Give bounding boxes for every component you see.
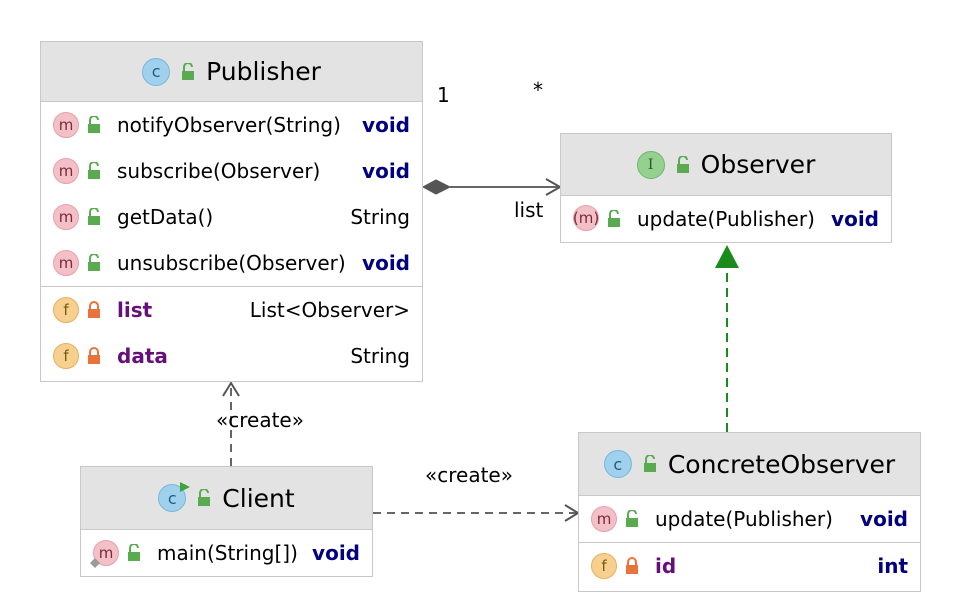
public-lock-icon <box>643 455 656 472</box>
class-name: Client <box>222 483 295 513</box>
multiplicity-source-label: 1 <box>437 83 450 107</box>
field-icon: f <box>53 343 79 369</box>
method-icon: m <box>591 506 617 532</box>
method-row[interactable]: m update(Publisher) void <box>579 496 920 542</box>
field-row[interactable]: f data String <box>41 333 422 379</box>
method-icon: m <box>53 112 79 138</box>
method-row[interactable]: m subscribe(Observer) void <box>41 148 422 194</box>
method-type: void <box>860 507 908 531</box>
static-method-icon: m <box>90 540 119 568</box>
method-name: main(String[]) <box>157 541 298 565</box>
create-edge-concrete <box>373 504 580 522</box>
field-row[interactable]: f list List<Observer> <box>41 287 422 333</box>
concrete-observer-header[interactable]: c ConcreteObserver <box>579 433 920 496</box>
public-lock-icon <box>676 155 689 173</box>
static-marker-icon <box>90 558 100 568</box>
create-edge-publisher <box>222 381 240 466</box>
client-class[interactable]: c Client m main(String[]) void <box>80 466 373 577</box>
method-row[interactable]: m notifyObserver(String) void <box>41 102 422 148</box>
method-row[interactable]: (m) update(Publisher) void <box>561 196 891 242</box>
public-lock-icon <box>88 208 100 225</box>
runnable-class-icon: c <box>158 482 191 512</box>
method-name: update(Publisher) <box>637 207 815 231</box>
client-header[interactable]: c Client <box>81 467 372 530</box>
publisher-class[interactable]: c Publisher m notifyObserver(String) voi… <box>40 41 423 382</box>
method-name: subscribe(Observer) <box>117 159 321 183</box>
concrete-observer-class[interactable]: c ConcreteObserver m update(Publisher) v… <box>578 432 921 592</box>
field-type: String <box>350 344 410 368</box>
method-row[interactable]: m main(String[]) void <box>81 530 372 576</box>
abstract-method-icon: (m) <box>573 205 599 231</box>
composition-edge <box>421 178 563 196</box>
realization-edge <box>715 245 739 432</box>
method-icon: m <box>53 250 79 276</box>
public-lock-icon <box>626 510 638 527</box>
field-name: list <box>117 298 153 322</box>
field-row[interactable]: f id int <box>579 542 920 589</box>
field-type: List<Observer> <box>249 298 410 322</box>
field-icon: f <box>591 553 617 579</box>
method-name: notifyObserver(String) <box>117 113 341 137</box>
method-type: void <box>362 113 410 137</box>
field-name: id <box>655 554 677 578</box>
method-type: void <box>362 251 410 275</box>
create-label-publisher: «create» <box>216 408 304 432</box>
create-label-concrete: «create» <box>425 463 513 487</box>
interface-name: Observer <box>700 150 816 179</box>
field-type: int <box>877 554 908 578</box>
public-lock-icon <box>88 254 100 271</box>
publisher-header[interactable]: c Publisher <box>41 42 422 102</box>
observer-header[interactable]: I Observer <box>561 134 891 196</box>
field-name: data <box>117 344 168 368</box>
public-lock-icon <box>608 210 620 227</box>
method-name: getData() <box>117 205 214 229</box>
field-icon: f <box>53 297 79 323</box>
method-type: void <box>831 207 879 231</box>
class-name: Publisher <box>206 57 321 86</box>
method-name: update(Publisher) <box>655 507 833 531</box>
method-type: void <box>362 159 410 183</box>
class-icon: c <box>142 57 171 86</box>
public-lock-icon <box>88 116 100 133</box>
method-name: unsubscribe(Observer) <box>117 251 346 275</box>
method-row[interactable]: m unsubscribe(Observer) void <box>41 240 422 286</box>
fields-section: f list List<Observer> f data String <box>41 286 422 379</box>
private-lock-icon <box>626 557 638 574</box>
method-row[interactable]: m getData() String <box>41 194 422 240</box>
role-label: list <box>514 198 544 222</box>
interface-icon: I <box>636 150 665 179</box>
method-icon: m <box>53 158 79 184</box>
method-type: void <box>312 541 360 565</box>
class-name: ConcreteObserver <box>667 449 896 479</box>
observer-interface[interactable]: I Observer (m) update(Publisher) void <box>560 133 892 243</box>
public-lock-icon <box>198 489 211 506</box>
private-lock-icon <box>88 347 100 364</box>
public-lock-icon <box>128 544 140 561</box>
method-type: String <box>350 205 410 229</box>
run-arrow-icon <box>180 482 191 492</box>
multiplicity-target-label: * <box>533 78 543 102</box>
methods-section: m notifyObserver(String) void m subscrib… <box>41 102 422 286</box>
public-lock-icon <box>182 62 195 80</box>
method-icon: m <box>53 204 79 230</box>
public-lock-icon <box>88 162 100 179</box>
private-lock-icon <box>88 301 100 318</box>
class-icon: c <box>603 450 632 478</box>
